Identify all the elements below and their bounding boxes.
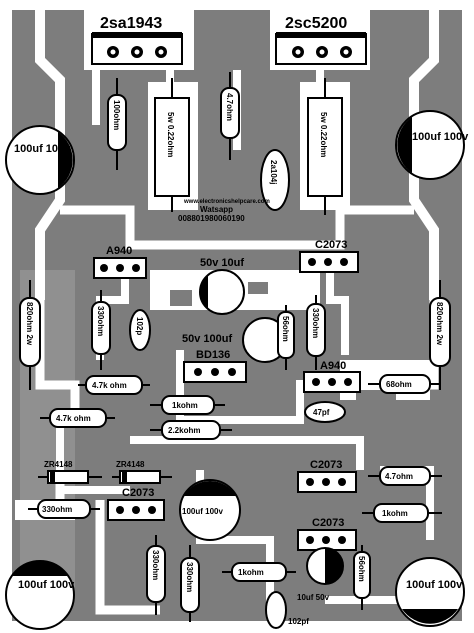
resistor-56ohm-a-label: 56ohm xyxy=(281,316,290,342)
resistor-5w-left: 5w 0.22ohm xyxy=(154,78,190,212)
transistor-c2073-left-label: C2073 xyxy=(122,487,154,499)
resistor-4-7k-a: 4.7k ohm xyxy=(78,375,150,395)
resistor-56ohm-b: 56ohm xyxy=(353,545,371,610)
capacitor-47pf-label: 47pf xyxy=(313,408,330,417)
resistor-4-7k-a-label: 4.7k ohm xyxy=(92,381,127,390)
resistor-330ohm-b-label: 330ohm xyxy=(311,308,320,338)
resistor-820ohm-right: 820ohm 2w xyxy=(429,280,451,390)
resistor-4-7k-b-label: 4.7k ohm xyxy=(56,414,91,423)
capacitor-47pf: 47pf xyxy=(304,401,346,423)
transistor-c2073-right-a-label: C2073 xyxy=(310,459,342,471)
board-islands xyxy=(170,282,396,412)
resistor-5w-right: 5w 0.22ohm xyxy=(307,78,343,215)
capacitor-100uf-mid-label: 100uf 100v xyxy=(182,507,223,516)
watermark: www.electronicshelpcare.com Watsapp 0088… xyxy=(178,199,270,223)
transistor-c2073-top-label: C2073 xyxy=(315,239,347,251)
diode-zr4148-a: ZR4148 xyxy=(38,460,102,484)
transistor-2sa1943-label: 2sa1943 xyxy=(100,15,162,32)
transistor-c2073-right-b: C2073 xyxy=(297,517,357,551)
resistor-4-7k-b: 4.7k ohm xyxy=(40,408,115,428)
capacitor-102pf: 102pf xyxy=(265,591,309,629)
capacitor-10uf-50v-label: 10uf 50v xyxy=(297,593,330,602)
resistor-4-7ohm-top: 4.7ohm xyxy=(220,72,240,160)
transistor-c2073-top: C2073 xyxy=(299,239,359,273)
resistor-1kohm-b: 1kohm xyxy=(362,503,442,523)
transistor-c2073-right-b-label: C2073 xyxy=(312,517,344,529)
capacitor-102p-label: 102p xyxy=(135,317,144,335)
resistor-820ohm-left: 820ohm 2w xyxy=(19,280,41,390)
capacitor-100uf-top-left: 100uf 100v xyxy=(5,125,75,195)
diode-zr4148-a-label: ZR4148 xyxy=(44,460,73,469)
watermark-contact: Watsapp xyxy=(200,205,233,214)
transistor-2sa1943: 2sa1943 xyxy=(91,15,183,65)
capacitor-2a104j: 2a104j xyxy=(260,149,290,211)
resistor-330ohm-c: 330ohm xyxy=(28,499,100,519)
transistor-c2073-right-a: C2073 xyxy=(297,459,357,493)
resistor-330ohm-d: 330ohm xyxy=(146,535,166,615)
transistor-2sc5200: 2sc5200 xyxy=(275,15,367,65)
capacitor-2a104j-label: 2a104j xyxy=(269,160,278,184)
resistor-820ohm-left-label: 820ohm 2w xyxy=(25,302,34,346)
watermark-site: www.electronicshelpcare.com xyxy=(183,199,270,205)
resistor-68ohm-label: 68ohm xyxy=(386,380,412,389)
resistor-330ohm-a: 330ohm xyxy=(91,290,111,370)
resistor-1kohm-b-label: 1kohm xyxy=(382,509,408,518)
capacitor-100uf-top-right-label: 100uf 100v xyxy=(412,131,469,143)
transistor-a940-top-label: A940 xyxy=(106,245,132,257)
transistor-a940-top: A940 xyxy=(93,245,147,279)
capacitor-100uf-bottom-right: 100uf 100v xyxy=(395,557,465,627)
capacitor-100uf-mid: 100uf 100v xyxy=(179,479,241,541)
resistor-1kohm-a-label: 1kohm xyxy=(172,401,198,410)
capacitor-100uf-top-left-label: 100uf 100v xyxy=(14,143,71,155)
resistor-1kohm-c: 1kohm xyxy=(222,562,296,582)
diode-zr4148-b: ZR4148 xyxy=(112,460,172,484)
resistor-820ohm-right-label: 820ohm 2w xyxy=(435,302,444,346)
capacitor-100uf-bottom-left: 100uf 100v xyxy=(5,560,75,630)
transistor-bd136-label: BD136 xyxy=(196,349,230,361)
resistor-100ohm-top-label: 100ohm xyxy=(112,100,121,130)
transistor-c2073-left: C2073 xyxy=(107,487,165,521)
resistor-4-7ohm-top-label: 4.7ohm xyxy=(225,93,234,121)
resistor-330ohm-a-label: 330ohm xyxy=(96,306,105,336)
resistor-1kohm-a: 1kohm xyxy=(150,395,225,415)
resistor-5w-right-label: 5w 0.22ohm xyxy=(319,112,328,157)
capacitor-50v-10uf-label: 50v 10uf xyxy=(200,257,244,269)
transistor-a940-right: A940 xyxy=(303,360,361,393)
capacitor-50v-10uf: 50v 10uf xyxy=(199,257,245,315)
capacitor-100uf-bottom-left-label: 100uf 100v xyxy=(18,579,75,591)
resistor-4-7ohm-right: 4.7ohm xyxy=(368,466,442,486)
capacitor-10uf-50v: 10uf 50v xyxy=(297,547,344,602)
transistor-a940-right-label: A940 xyxy=(320,360,346,372)
resistor-330ohm-e: 330ohm xyxy=(180,545,200,622)
resistor-68ohm: 68ohm xyxy=(368,374,440,394)
capacitor-50v-100uf-label: 50v 100uf xyxy=(182,333,232,345)
transistor-bd136: BD136 xyxy=(183,349,247,383)
capacitor-102p: 102p xyxy=(129,309,151,351)
resistor-5w-left-label: 5w 0.22ohm xyxy=(166,112,175,157)
capacitor-102pf-label: 102pf xyxy=(288,617,309,626)
resistor-2-2kohm: 2.2kohm xyxy=(150,420,232,440)
diode-zr4148-b-label: ZR4148 xyxy=(116,460,145,469)
resistor-1kohm-c-label: 1kohm xyxy=(238,568,264,577)
capacitor-100uf-top-right: 100uf 100v xyxy=(395,110,469,180)
watermark-phone: 008801980060190 xyxy=(178,214,245,223)
resistor-330ohm-d-label: 330ohm xyxy=(151,550,160,580)
resistor-4-7ohm-right-label: 4.7ohm xyxy=(385,472,413,481)
resistor-100ohm-top: 100ohm xyxy=(107,78,127,170)
resistor-56ohm-a: 56ohm xyxy=(277,305,295,370)
resistor-56ohm-b-label: 56ohm xyxy=(357,556,366,582)
resistor-330ohm-e-label: 330ohm xyxy=(185,562,194,592)
capacitor-100uf-bottom-right-label: 100uf 100v xyxy=(406,579,463,591)
resistor-2-2kohm-label: 2.2kohm xyxy=(168,426,200,435)
resistor-330ohm-b: 330ohm xyxy=(306,295,326,370)
resistor-330ohm-c-label: 330ohm xyxy=(42,505,72,514)
transistor-2sc5200-label: 2sc5200 xyxy=(285,15,347,32)
